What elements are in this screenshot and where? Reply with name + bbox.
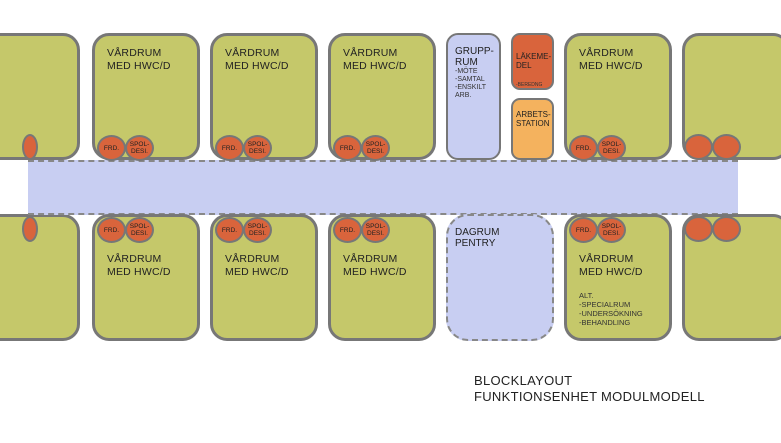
room-title: VÅRDRUM MED HWC/D bbox=[579, 253, 643, 278]
partial-circle-right-top-1 bbox=[684, 134, 713, 160]
partial-circle-left-bottom bbox=[22, 216, 38, 242]
patient-room-bottom-2: FRD. SPOL- DESI. VÅRDRUM MED HWC/D bbox=[210, 214, 318, 341]
caption-line-1: BLOCKLAYOUT bbox=[474, 373, 573, 388]
partial-room-left-top bbox=[0, 33, 80, 160]
day-room: DAGRUM PENTRY bbox=[446, 214, 554, 341]
circle-spol-desi: SPOL- DESI. bbox=[243, 217, 272, 243]
partial-room-left-bottom bbox=[0, 214, 80, 341]
room-title: VÅRDRUM MED HWC/D bbox=[107, 47, 171, 72]
circle-spol-desi: SPOL- DESI. bbox=[597, 135, 626, 161]
day-room-title: DAGRUM PENTRY bbox=[455, 227, 500, 249]
group-room: GRUPP- RUM -MÖTE -SAMTAL -ENSKILT ARB. bbox=[446, 33, 501, 160]
circle-spol-desi: SPOL- DESI. bbox=[361, 217, 390, 243]
circle-frd: FRD. bbox=[97, 217, 126, 243]
partial-circle-left-top bbox=[22, 134, 38, 160]
room-title: VÅRDRUM MED HWC/D bbox=[579, 47, 643, 72]
patient-room-top-4: VÅRDRUM MED HWC/D FRD. SPOL- DESI. bbox=[564, 33, 672, 161]
circle-frd: FRD. bbox=[569, 217, 598, 243]
partial-circle-right-bottom-1 bbox=[684, 216, 713, 242]
work-station: ARBETS- STATION bbox=[511, 98, 554, 160]
room-title: VÅRDRUM MED HWC/D bbox=[225, 253, 289, 278]
partial-circle-right-bottom-2 bbox=[712, 216, 741, 242]
circle-frd: FRD. bbox=[215, 135, 244, 161]
circle-frd: FRD. bbox=[97, 135, 126, 161]
corridor bbox=[28, 160, 738, 215]
circle-spol-desi: SPOL- DESI. bbox=[125, 217, 154, 243]
medicine-room-title: LÄKEME- DEL bbox=[516, 52, 552, 70]
patient-room-bottom-3: FRD. SPOL- DESI. VÅRDRUM MED HWC/D bbox=[328, 214, 436, 341]
medicine-room: LÄKEME- DEL -BEREDNG bbox=[511, 33, 554, 90]
circle-frd: FRD. bbox=[215, 217, 244, 243]
medicine-room-sub: -BEREDNG bbox=[516, 82, 543, 88]
circle-spol-desi: SPOL- DESI. bbox=[125, 135, 154, 161]
room-alt-functions: ALT. -SPECIALRUM -UNDERSÖKNING -BEHANDLI… bbox=[579, 291, 643, 327]
circle-spol-desi: SPOL- DESI. bbox=[361, 135, 390, 161]
circle-spol-desi: SPOL- DESI. bbox=[243, 135, 272, 161]
patient-room-top-1: VÅRDRUM MED HWC/D FRD. SPOL- DESI. bbox=[92, 33, 200, 161]
group-room-title: GRUPP- RUM bbox=[455, 46, 494, 68]
patient-room-top-3: VÅRDRUM MED HWC/D FRD. SPOL- DESI. bbox=[328, 33, 436, 161]
room-title: VÅRDRUM MED HWC/D bbox=[225, 47, 289, 72]
room-title: VÅRDRUM MED HWC/D bbox=[343, 253, 407, 278]
patient-room-bottom-4: FRD. SPOL- DESI. VÅRDRUM MED HWC/D ALT. … bbox=[564, 214, 672, 341]
caption: BLOCKLAYOUT FUNKTIONSENHET MODULMODELL bbox=[474, 373, 705, 405]
caption-line-2: FUNKTIONSENHET MODULMODELL bbox=[474, 389, 705, 404]
work-station-title: ARBETS- STATION bbox=[516, 110, 551, 128]
partial-circle-right-top-2 bbox=[712, 134, 741, 160]
circle-frd: FRD. bbox=[333, 217, 362, 243]
circle-frd: FRD. bbox=[569, 135, 598, 161]
circle-frd: FRD. bbox=[333, 135, 362, 161]
room-title: VÅRDRUM MED HWC/D bbox=[343, 47, 407, 72]
patient-room-top-2: VÅRDRUM MED HWC/D FRD. SPOL- DESI. bbox=[210, 33, 318, 161]
patient-room-bottom-1: FRD. SPOL- DESI. VÅRDRUM MED HWC/D bbox=[92, 214, 200, 341]
group-room-sub: -MÖTE -SAMTAL -ENSKILT ARB. bbox=[455, 68, 486, 99]
room-title: VÅRDRUM MED HWC/D bbox=[107, 253, 171, 278]
circle-spol-desi: SPOL- DESI. bbox=[597, 217, 626, 243]
